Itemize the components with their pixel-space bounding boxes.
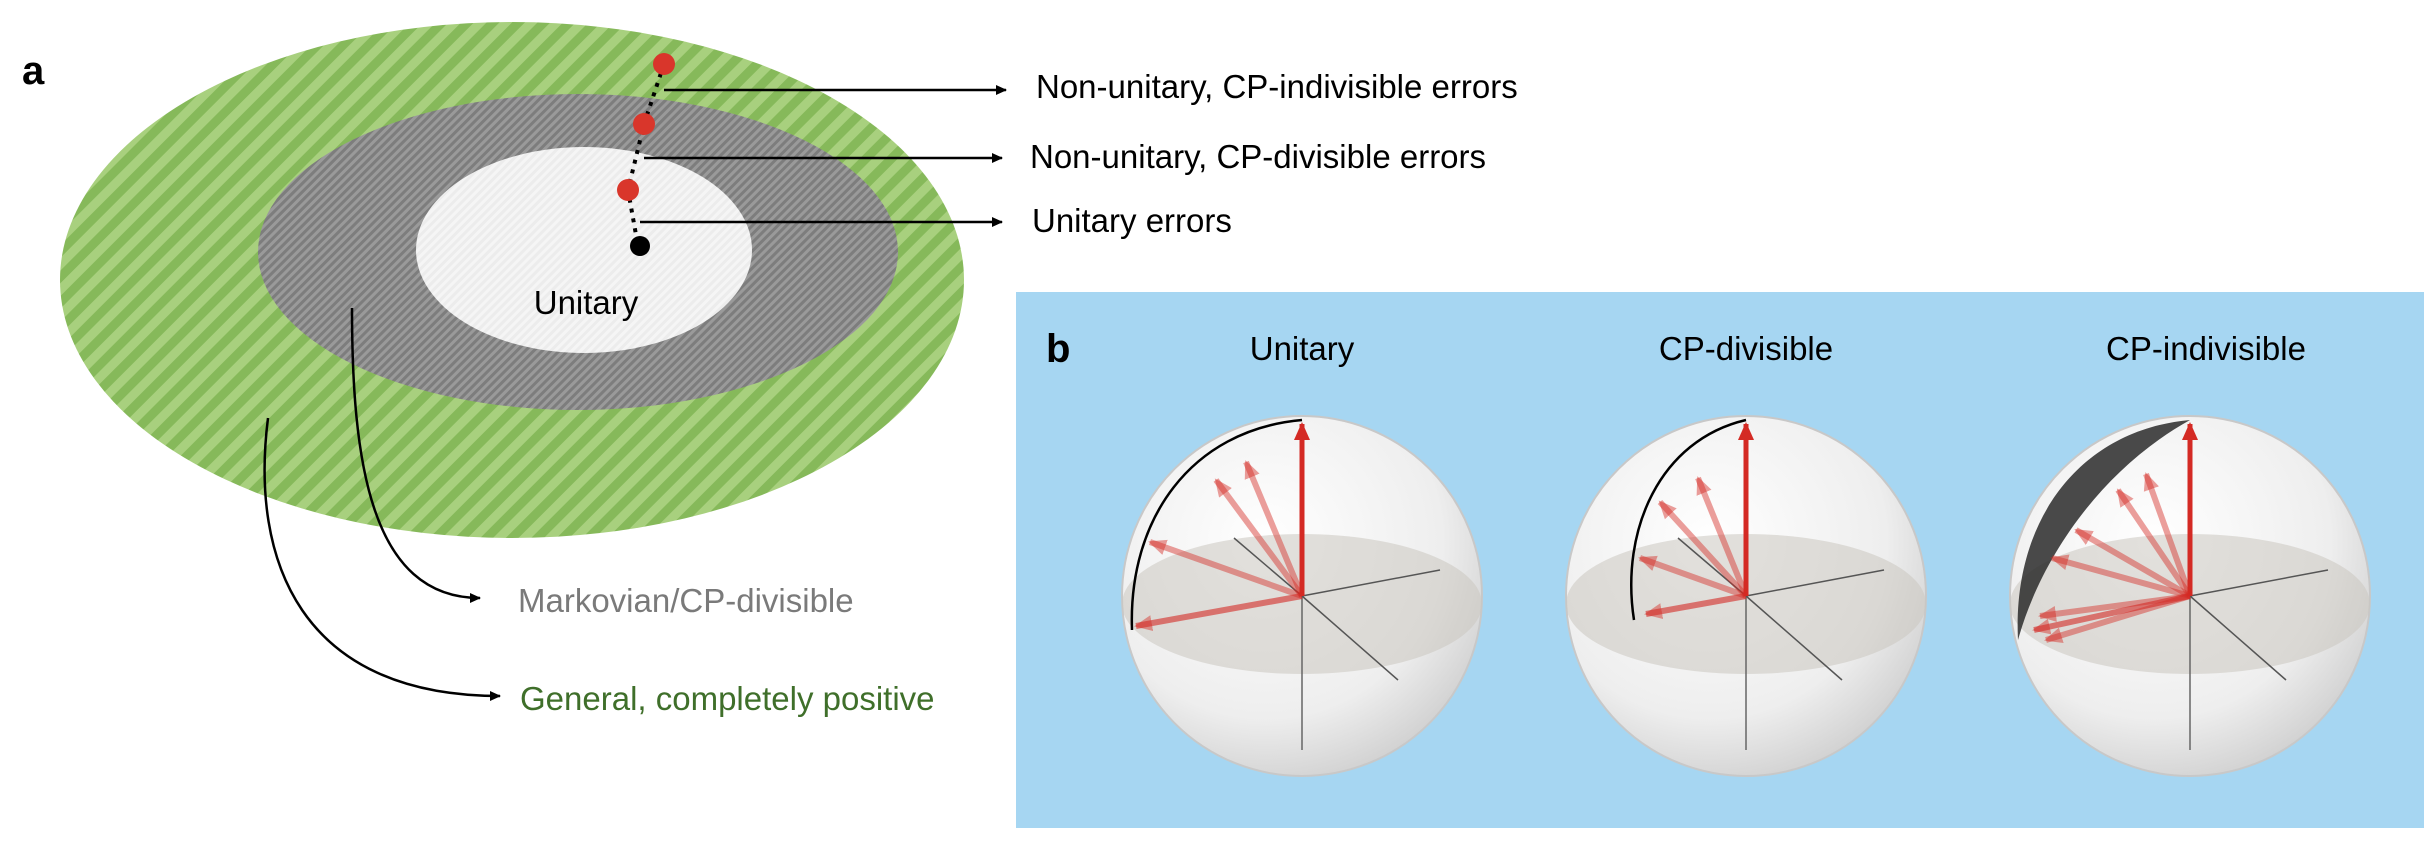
shaded-wedge [2017,420,2190,640]
center-label-unitary: Unitary [534,284,639,321]
callout-text-2: Non-unitary, CP-divisible errors [1030,138,1486,175]
inner-region-unitary [416,147,752,353]
bloch-vector-final [1134,593,1303,632]
bloch-vector [2050,554,2191,599]
panel-b-letter: b [1046,327,1070,371]
bloch-vector-final [2032,593,2191,635]
axis [1745,569,1885,597]
point-cp-indivisible [653,53,675,75]
region-label-markovian: Markovian/CP-divisible [518,582,854,619]
callout-text-1: Non-unitary, CP-indivisible errors [1036,68,1518,105]
axis [1677,537,1747,597]
bloch-vector [1695,476,1749,598]
point-identity [630,236,650,256]
markovian-pointer [350,307,481,603]
bloch-vector [2115,488,2193,598]
bloch-vector [1638,555,1748,599]
sphere-title-cp-indivisible: CP-indivisible [2106,330,2306,367]
bloch-vector [1148,539,1304,599]
sphere-title-unitary: Unitary [1250,330,1355,367]
sphere-unitary: Unitary [1121,330,1483,777]
point-cp-divisible [633,113,655,135]
panel-a: a Unitary Non-unitary, CP-indivisible er… [22,22,1518,717]
bloch-vector-final [1644,593,1747,620]
axis [1301,595,1399,681]
trajectory-arc [1630,418,1747,621]
bloch-vector [2143,472,2193,598]
panel-a-letter: a [22,49,45,93]
axis [2189,569,2329,597]
sphere-cp-divisible: CP-divisible [1565,330,1927,777]
region-label-general: General, completely positive [520,680,935,717]
bloch-vector [1243,460,1305,598]
sphere-title-cp-divisible: CP-divisible [1659,330,1833,367]
axis [2189,595,2287,681]
bloch-vector [1657,499,1749,599]
bloch-vector [2074,527,2192,599]
axis [1233,537,1303,597]
trajectory-arc [1130,418,1303,631]
bloch-vector [1213,478,1305,598]
axis [1301,569,1441,597]
callout-text-3: Unitary errors [1032,202,1232,239]
sphere-cp-indivisible: CP-indivisible [2009,330,2371,777]
point-unitary-error [617,179,639,201]
panel-b: b Unitary CP-divisible [1016,292,2424,828]
dotted-path [625,63,666,247]
axis [1745,595,1843,681]
general-pointer [263,417,501,701]
